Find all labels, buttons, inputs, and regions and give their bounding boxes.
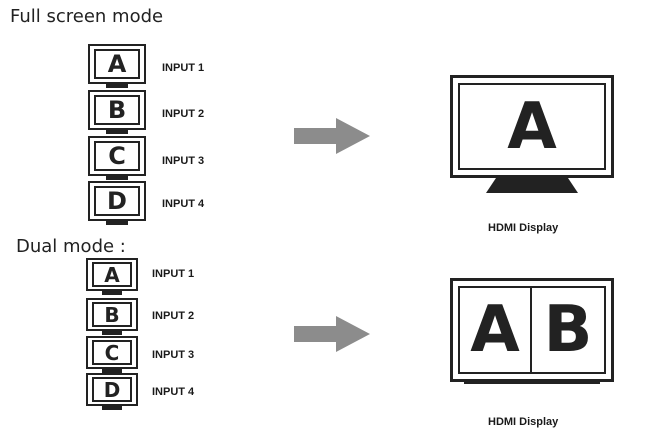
input-label: INPUT 4 [152,386,195,398]
input-monitor-a: A [86,258,138,295]
monitor-letter: B [92,302,132,327]
input-monitor-a: A [88,44,146,88]
input-label: INPUT 2 [152,310,195,322]
right-arrow-icon [294,118,370,154]
full-screen-mode-heading: Full screen mode [10,6,164,27]
monitor-letter: C [92,340,132,365]
display-letter: A [458,83,606,170]
input-label: INPUT 3 [152,349,195,361]
input-label: INPUT 2 [162,108,205,120]
hdmi-display-caption: HDMI Display [488,416,559,428]
input-monitor-c: C [86,336,138,373]
monitor-letter: D [94,186,140,216]
dual-mode-heading: Dual mode : [16,236,126,257]
display-letter: A [458,286,532,374]
right-arrow-icon [294,316,370,352]
monitor-letter: C [94,141,140,171]
monitor-letter: B [94,95,140,125]
display-stand [486,178,578,193]
input-monitor-b: B [86,298,138,335]
hdmi-display-full: A [450,75,614,193]
display-base [464,382,600,384]
monitor-letter: A [94,49,140,79]
hdmi-display-caption: HDMI Display [488,222,559,234]
monitor-letter: D [92,377,132,402]
display-letter: B [532,286,606,374]
input-label: INPUT 3 [162,155,205,167]
hdmi-display-dual: A B [450,278,614,384]
monitor-letter: A [92,262,132,287]
input-label: INPUT 1 [162,62,205,74]
input-label: INPUT 1 [152,268,195,280]
input-monitor-d: D [86,373,138,410]
input-monitor-b: B [88,90,146,134]
input-monitor-c: C [88,136,146,180]
input-monitor-d: D [88,181,146,225]
input-label: INPUT 4 [162,198,205,210]
